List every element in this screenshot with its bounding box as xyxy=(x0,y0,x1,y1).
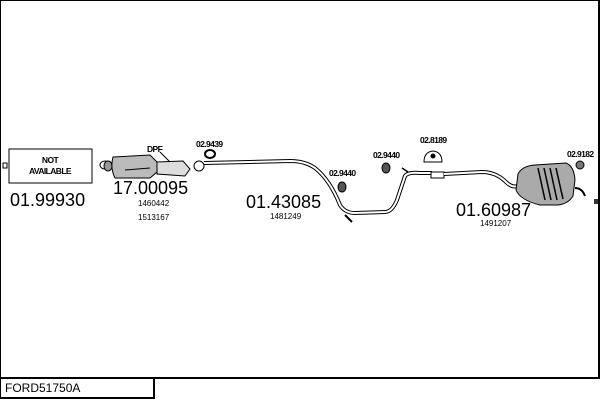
accessory-02-9439[interactable]: 02.9439 xyxy=(196,139,224,159)
part-front-not-available[interactable]: NOT AVAILABLE xyxy=(8,148,93,184)
part-middle-pipe[interactable] xyxy=(193,158,432,223)
oe-number: 1460442 xyxy=(138,199,170,208)
accessory-label: 02.8189 xyxy=(420,135,447,145)
accessory-label: 02.9182 xyxy=(567,149,594,159)
accessory-label: 02.9440 xyxy=(329,168,356,178)
edge-marker-right xyxy=(594,199,598,204)
not-available-line2: AVAILABLE xyxy=(29,166,72,176)
oe-number: 1491207 xyxy=(480,219,512,228)
diagram-code: FORD51750A xyxy=(0,378,155,399)
dpf-tag: DPF xyxy=(147,144,163,154)
diagram-frame xyxy=(0,0,600,379)
part-number-front[interactable]: 01.99930 xyxy=(10,190,85,210)
not-available-line1: NOT xyxy=(42,155,60,165)
oe-number: 1513167 xyxy=(138,213,170,222)
accessory-02-9182[interactable]: 02.9182 xyxy=(567,149,595,170)
accessory-02-9440-b[interactable]: 02.9440 xyxy=(373,150,401,174)
part-dpf[interactable] xyxy=(99,151,191,179)
accessory-02-8189[interactable]: 02.8189 xyxy=(420,135,448,163)
accessory-02-9440-a[interactable]: 02.9440 xyxy=(329,168,357,193)
oe-number: 1481249 xyxy=(270,212,302,221)
part-number-dpf[interactable]: 17.00095 xyxy=(113,178,188,198)
part-rear-silencer[interactable] xyxy=(430,162,586,206)
accessory-label: 02.9440 xyxy=(373,150,400,160)
accessory-label: 02.9439 xyxy=(196,139,223,149)
part-number-rear[interactable]: 01.60987 xyxy=(456,200,531,220)
part-number-middle[interactable]: 01.43085 xyxy=(246,192,321,212)
edge-marker-left xyxy=(2,162,8,169)
